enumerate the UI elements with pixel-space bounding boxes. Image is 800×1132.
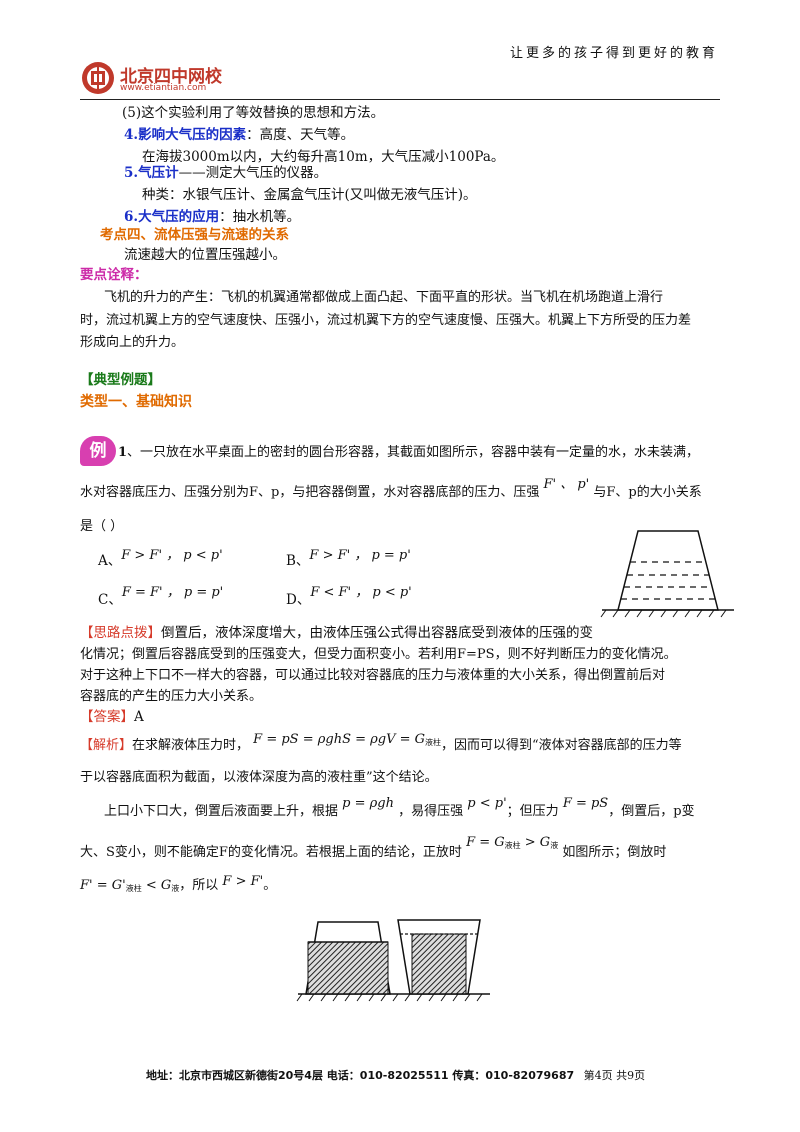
point-4: 4.影响大气压的因素：高度、天气等。 xyxy=(124,125,354,145)
point-5: 5.气压计——测定大气压的仪器。 xyxy=(124,163,327,183)
example-badge-label: 例 xyxy=(89,441,107,461)
footer-address: 地址：北京市西城区新德街20号4层 电话：010-82025511 传真：010… xyxy=(146,1069,575,1082)
answer-tag: 【答案】 xyxy=(80,709,134,725)
answer: 【答案】A xyxy=(80,707,144,727)
container-figure xyxy=(598,528,738,620)
example-badge: 例 xyxy=(80,436,116,466)
analysis-line-3: 上口小下口大，倒置后液面要上升，根据 p = ρgh ，易得压强 p < p'；… xyxy=(104,796,695,819)
analysis-line-1: 【解析】在求解液体压力时， F = pS = ρghS = ρgV = G液柱，… xyxy=(80,732,682,753)
key-line-2: 时，流过机翼上方的空气速度快、压强小，流过机翼下方的空气速度慢、压强大。机翼上下… xyxy=(80,313,692,328)
math-force-formula: F = pS = ρghS = ρgV = G液柱 xyxy=(253,732,442,747)
math-fp-prime: F' 、 p' xyxy=(543,477,590,492)
analysis-line-5: F' = G'液柱 < G液，所以 F > F'。 xyxy=(80,874,277,893)
question-line-3: 是（ ） xyxy=(80,519,124,534)
section-title: 【典型例题】 xyxy=(80,372,161,388)
upright-vs-inverted-figure xyxy=(296,916,492,1004)
option-c: C、F = F' ， p = p' xyxy=(98,585,224,608)
option-a: A、F > F' ， p < p' xyxy=(98,548,223,569)
answer-value: A xyxy=(134,709,144,725)
logo-url: www.etiantian.com xyxy=(120,83,207,93)
logo-emblem-icon xyxy=(80,60,116,96)
point-4-title: 4.影响大气压的因素 xyxy=(124,127,247,143)
header-slogan: 让更多的孩子得到更好的教育 xyxy=(509,46,718,61)
question-line-1: 1、一只放在水平桌面上的密封的圆台形容器，其截面如图所示，容器中装有一定量的水，… xyxy=(118,445,700,460)
question-number: 1 xyxy=(118,445,128,460)
footer-page: 第4页 共9页 xyxy=(583,1069,646,1082)
item-5: (5)这个实验利用了等效替换的思想和方法。 xyxy=(122,105,385,121)
point-5-title: 5.气压计 xyxy=(124,165,179,181)
footer: 地址：北京市西城区新德街20号4层 电话：010-82025511 传真：010… xyxy=(146,1066,645,1086)
point-5-detail: 种类：水银气压计、金属盒气压计(又叫做无液气压计)。 xyxy=(142,187,477,203)
kp4-text: 流速越大的位置压强越小。 xyxy=(124,247,286,263)
point-4-text: ：高度、天气等。 xyxy=(246,127,355,143)
key-line-3: 形成向上的升力。 xyxy=(80,335,185,350)
hint-line-4: 容器底的产生的压力大小关系。 xyxy=(80,689,263,704)
analysis-line-2: 于以容器底面积为截面，以液体深度为高的液柱重”这个结论。 xyxy=(80,770,438,785)
header-rule xyxy=(80,99,720,100)
logo-name: 北京四中网校 xyxy=(120,67,222,87)
header: 北京四中网校 www.etiantian.com 让更多的孩子得到更好的教育 xyxy=(0,0,800,100)
option-b: B、F > F' ， p = p' xyxy=(286,548,411,569)
hint-line-2: 化情况；倒置后容器底受到的压强变大，但受力面积变小。若利用F=PS，则不好判断压… xyxy=(80,647,677,662)
kp4-title: 考点四、流体压强与流速的关系 xyxy=(100,227,289,243)
option-d: D、F < F' ， p < p' xyxy=(286,585,412,608)
key-title: 要点诠释： xyxy=(80,267,148,283)
point-6-text: ：抽水机等。 xyxy=(219,209,301,225)
question-line-2: 水对容器底压力、压强分别为F、p，与把容器倒置，水对容器底部的压力、压强 F' … xyxy=(80,477,702,500)
point-4-detail: 在海拔3000m以内，大约每升高10m，大气压减小100Pa。 xyxy=(142,149,505,165)
hint-tag: 【思路点拨】 xyxy=(80,625,161,641)
hint-line-1: 【思路点拨】倒置后，液体深度增大，由液体压强公式得出容器底受到液体的压强的变 xyxy=(80,625,593,641)
point-5-text: ——测定大气压的仪器。 xyxy=(178,165,328,181)
point-6: 6.大气压的应用：抽水机等。 xyxy=(124,207,300,227)
key-line-1: 飞机的升力的产生：飞机的机翼通常都做成上面凸起、下面平直的形状。当飞机在机场跑道… xyxy=(104,290,664,305)
type1-title: 类型一、基础知识 xyxy=(80,394,192,410)
analysis-line-4: 大、S变小，则不能确定F的变化情况。若根据上面的结论，正放时 F = G液柱 >… xyxy=(80,835,667,860)
analysis-tag: 【解析】 xyxy=(80,738,133,753)
point-6-title: 6.大气压的应用 xyxy=(124,209,220,225)
hint-line-3: 对于这种上下口不一样大的容器，可以通过比较对容器底的压力与液体重的大小关系，得出… xyxy=(80,668,666,683)
